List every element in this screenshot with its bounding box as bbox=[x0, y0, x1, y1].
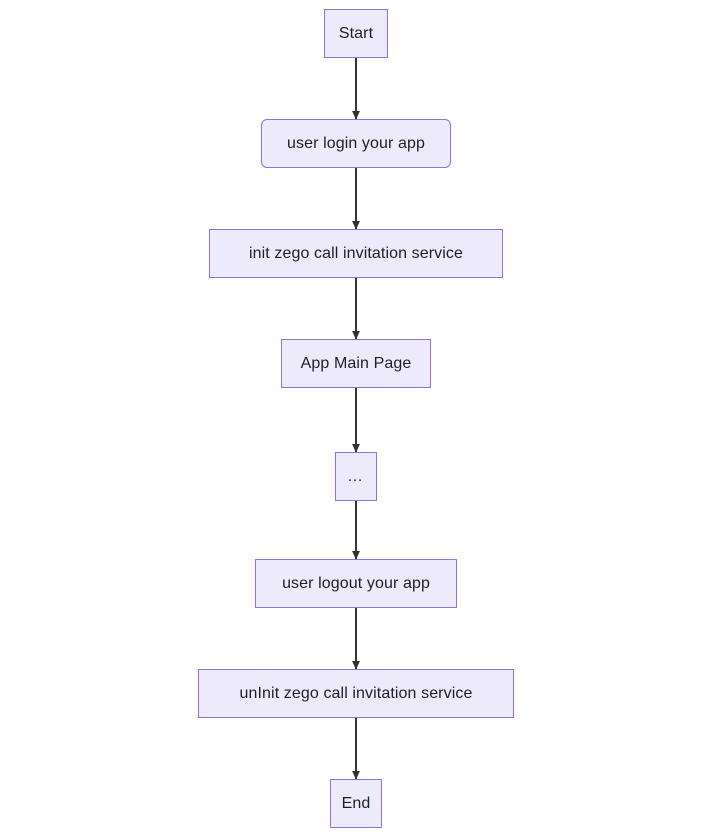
flow-node-logout[interactable]: user logout your app bbox=[255, 559, 457, 608]
flow-node-main[interactable]: App Main Page bbox=[281, 339, 431, 388]
flow-node-login[interactable]: user login your app bbox=[261, 119, 451, 168]
flow-node-label: init zego call invitation service bbox=[248, 244, 464, 262]
flow-node-label: App Main Page bbox=[300, 354, 412, 372]
flow-node-end[interactable]: End bbox=[330, 779, 382, 828]
flow-node-dots[interactable]: … bbox=[335, 452, 377, 501]
flow-node-label: user logout your app bbox=[282, 574, 430, 592]
flow-node-label: Start bbox=[338, 24, 374, 42]
flow-node-init[interactable]: init zego call invitation service bbox=[209, 229, 503, 278]
flow-node-label: End bbox=[341, 794, 371, 812]
flow-node-uninit[interactable]: unInit zego call invitation service bbox=[198, 669, 514, 718]
flow-node-label: … bbox=[347, 467, 365, 485]
flow-node-label: unInit zego call invitation service bbox=[239, 684, 473, 702]
flow-node-label: user login your app bbox=[287, 134, 425, 152]
flow-node-start[interactable]: Start bbox=[324, 9, 388, 58]
